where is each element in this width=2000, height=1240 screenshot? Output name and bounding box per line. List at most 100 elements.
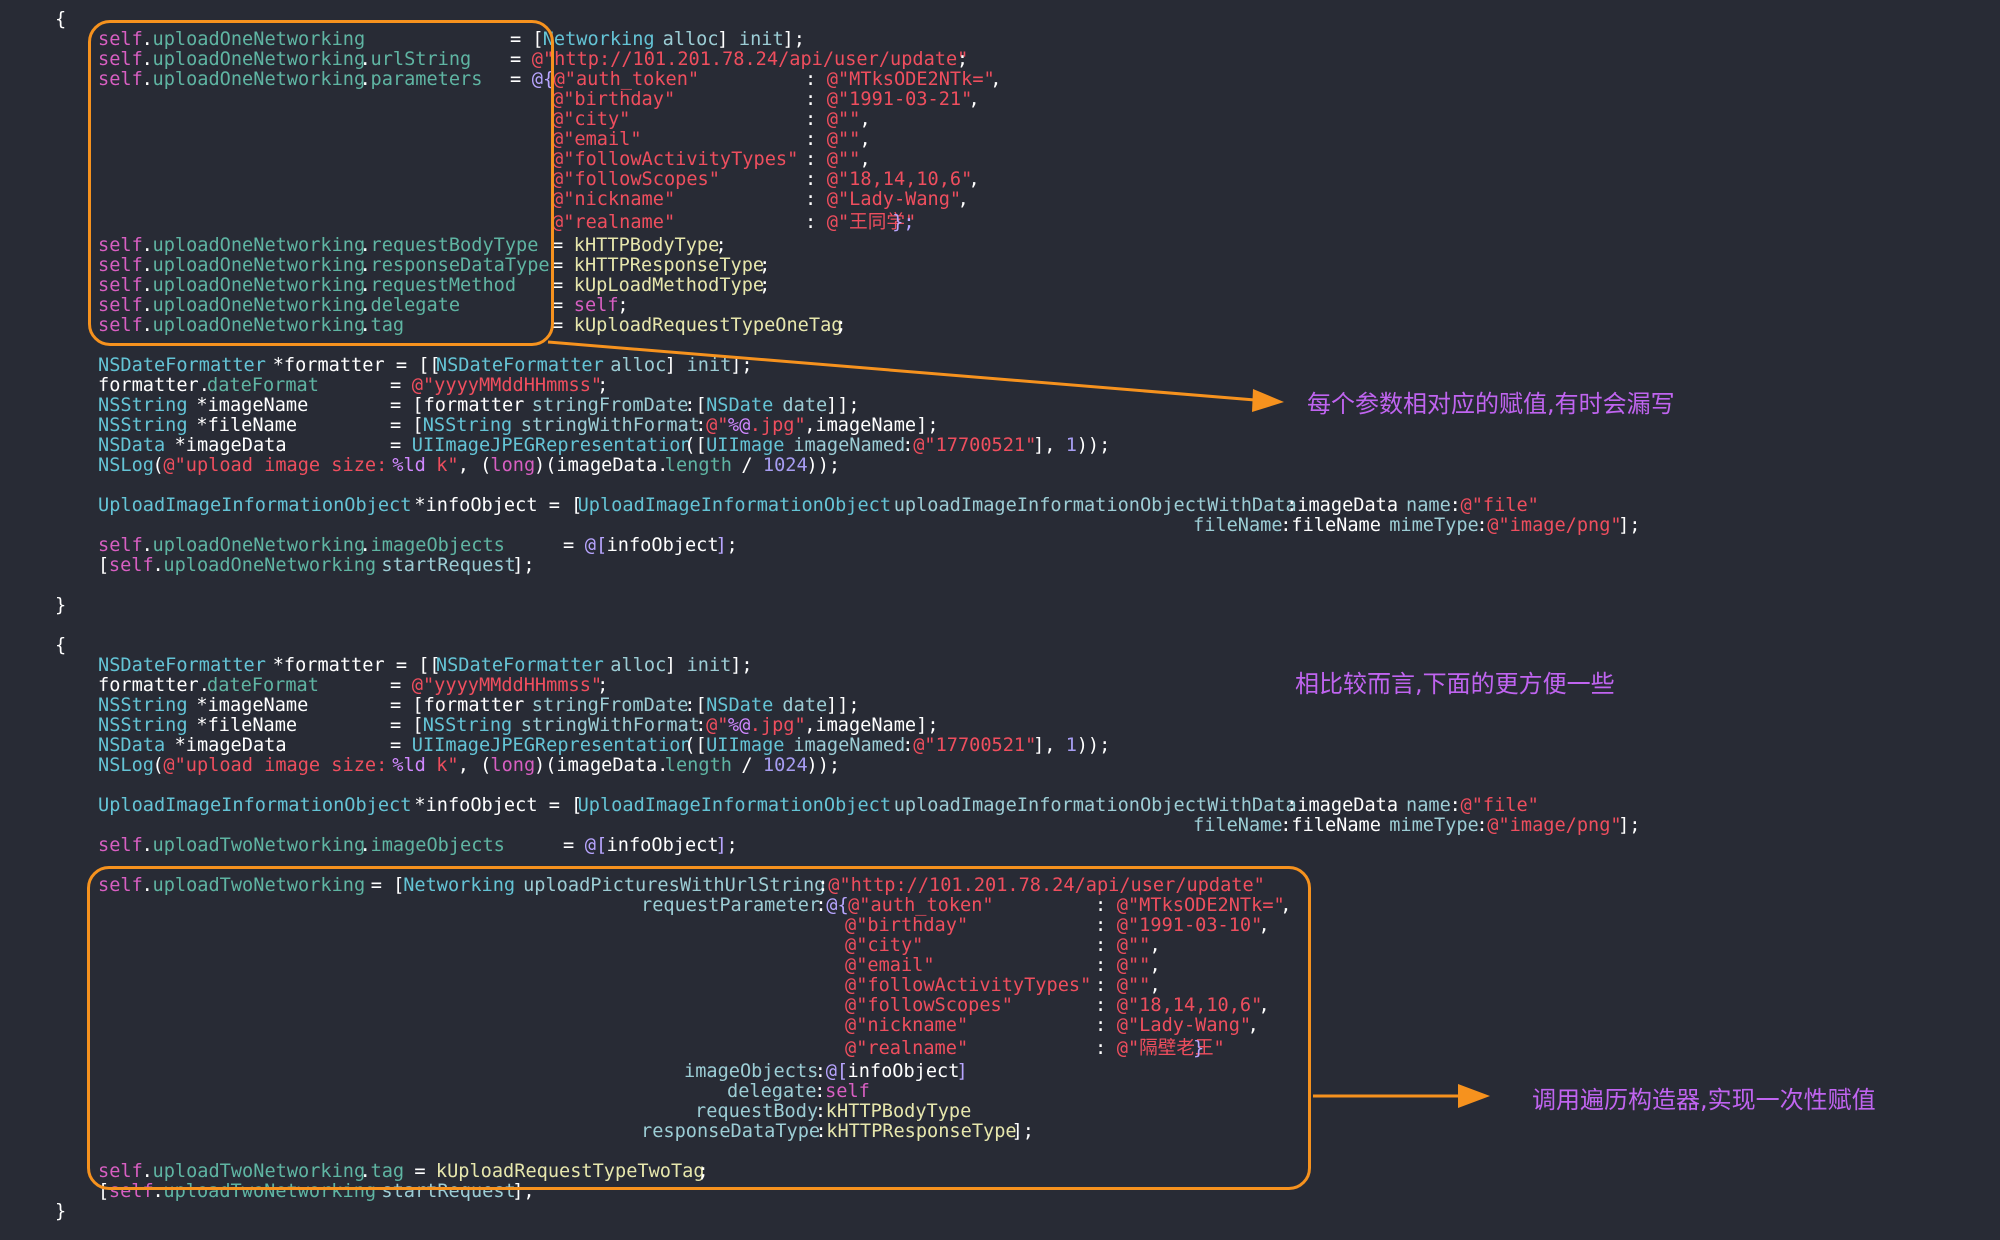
code-token: NSDateFormatter <box>435 655 604 676</box>
code-token: . <box>141 275 153 296</box>
code-token: . <box>152 1181 164 1202</box>
code-token: : <box>805 69 828 90</box>
code-token: @"followActivityTypes" <box>552 149 799 170</box>
code-token: = <box>552 295 575 316</box>
code-token: uploadOneNetworking <box>163 555 377 576</box>
code-token: %@ <box>727 415 751 436</box>
code-token: ; <box>759 275 771 296</box>
code-token: @"17700521" <box>913 435 1037 456</box>
code-token: : <box>1095 995 1118 1016</box>
code-token: requestBodyType <box>370 235 539 256</box>
code-token: delegate <box>727 1081 817 1102</box>
annotation-note-1: 每个参数相对应的赋值,有时会漏写 <box>1307 390 1675 418</box>
code-token: ; <box>726 835 738 856</box>
code-token: ] <box>715 535 727 556</box>
code-token: kHTTPResponseType <box>826 1121 1017 1142</box>
code-token: @"Lady-Wang" <box>826 189 962 210</box>
code-token: , <box>1280 895 1292 916</box>
code-token: : <box>1449 495 1461 516</box>
code-token: { <box>55 9 67 30</box>
code-token: . <box>359 235 371 256</box>
code-token: @"yyyyMMddHHmmss" <box>411 375 603 396</box>
code-token: . <box>359 255 371 276</box>
code-token: { <box>55 635 67 656</box>
code-token: = <box>390 435 413 456</box>
code-token: . <box>359 49 371 70</box>
code-token: @" <box>706 715 729 736</box>
code-token: , <box>859 149 871 170</box>
code-token: *fileName <box>185 715 298 736</box>
code-token: k" <box>425 755 459 776</box>
code-token: , ( <box>457 455 492 476</box>
code-token: = [ <box>359 875 405 896</box>
code-token: *infoObject = [ <box>403 795 583 816</box>
code-token: responseDataType <box>370 255 550 276</box>
code-token: : <box>817 875 829 896</box>
code-token: Networking <box>542 29 655 50</box>
code-token: @[ <box>584 535 608 556</box>
code-token: , <box>1247 1015 1259 1036</box>
code-token: stringWithFormat <box>520 715 700 736</box>
code-token: self <box>98 275 143 296</box>
code-token: UploadImageInformationObject <box>577 495 892 516</box>
code-token: : <box>805 129 828 150</box>
code-token: self <box>98 875 143 896</box>
code-token: uploadOneNetworking <box>152 49 366 70</box>
code-token: ]]; <box>826 395 860 416</box>
code-token: self <box>573 295 619 316</box>
code-token: kHTTPBodyType <box>825 1101 972 1122</box>
code-token: startRequest <box>381 555 516 576</box>
code-token: @"" <box>826 149 861 170</box>
code-token: length <box>664 755 732 776</box>
code-token: : <box>902 435 914 456</box>
code-token: . <box>141 295 153 316</box>
code-token: NSString <box>98 415 188 436</box>
code-token: )); <box>806 755 841 776</box>
code-token: ; <box>597 375 609 396</box>
code-token: NSData <box>98 435 166 456</box>
code-token: :imageData <box>1286 495 1410 516</box>
code-token: NSLog <box>98 455 154 476</box>
code-token: , <box>1149 935 1161 956</box>
code-token: uploadTwoNetworking <box>152 875 366 896</box>
code-token: @"" <box>1116 975 1151 996</box>
code-token: UIImage <box>706 435 785 456</box>
code-token: ; <box>759 255 771 276</box>
code-token: uploadOneNetworking <box>152 255 366 276</box>
code-token: urlString <box>370 49 472 70</box>
code-token: *formatter = [[ <box>261 655 441 676</box>
code-token: @"realname" <box>552 212 676 233</box>
code-token: name <box>1406 495 1451 516</box>
code-token: UIImage <box>706 735 785 756</box>
code-token: ]; <box>1618 515 1641 536</box>
code-token: @"1991-03-10" <box>1116 915 1263 936</box>
code-token: : <box>1095 1015 1118 1036</box>
code-token: ; <box>715 235 727 256</box>
code-token: . <box>141 69 153 90</box>
code-token: @"upload image size: <box>163 755 399 776</box>
code-token: : <box>805 109 828 130</box>
code-token: UploadImageInformationObject <box>98 495 412 516</box>
code-token: } <box>1193 1038 1205 1059</box>
code-token: k" <box>425 455 459 476</box>
code-token: . <box>141 535 153 556</box>
code-token: ([ <box>684 735 707 756</box>
code-token: :[ <box>684 395 707 416</box>
code-token: . <box>359 1161 371 1182</box>
code-token: date <box>782 695 828 716</box>
code-token: : <box>1095 915 1118 936</box>
code-token: self <box>98 535 143 556</box>
code-token: uploadImageInformationObjectWithData <box>893 795 1297 816</box>
code-token: 1 <box>1065 735 1077 756</box>
code-token: UIImageJPEGRepresentation <box>411 735 692 756</box>
code-token: @"王同学" <box>826 212 917 233</box>
highlight-box-bottom <box>87 866 1311 1190</box>
code-token: imageNamed <box>793 735 906 756</box>
highlight-box-top <box>88 20 554 346</box>
code-token: ]; <box>782 29 805 50</box>
code-token: NSDateFormatter <box>98 655 266 676</box>
code-token: dateFormat <box>207 675 319 696</box>
code-token: @"auth_token" <box>848 895 994 916</box>
code-token: 1024 <box>762 755 808 776</box>
